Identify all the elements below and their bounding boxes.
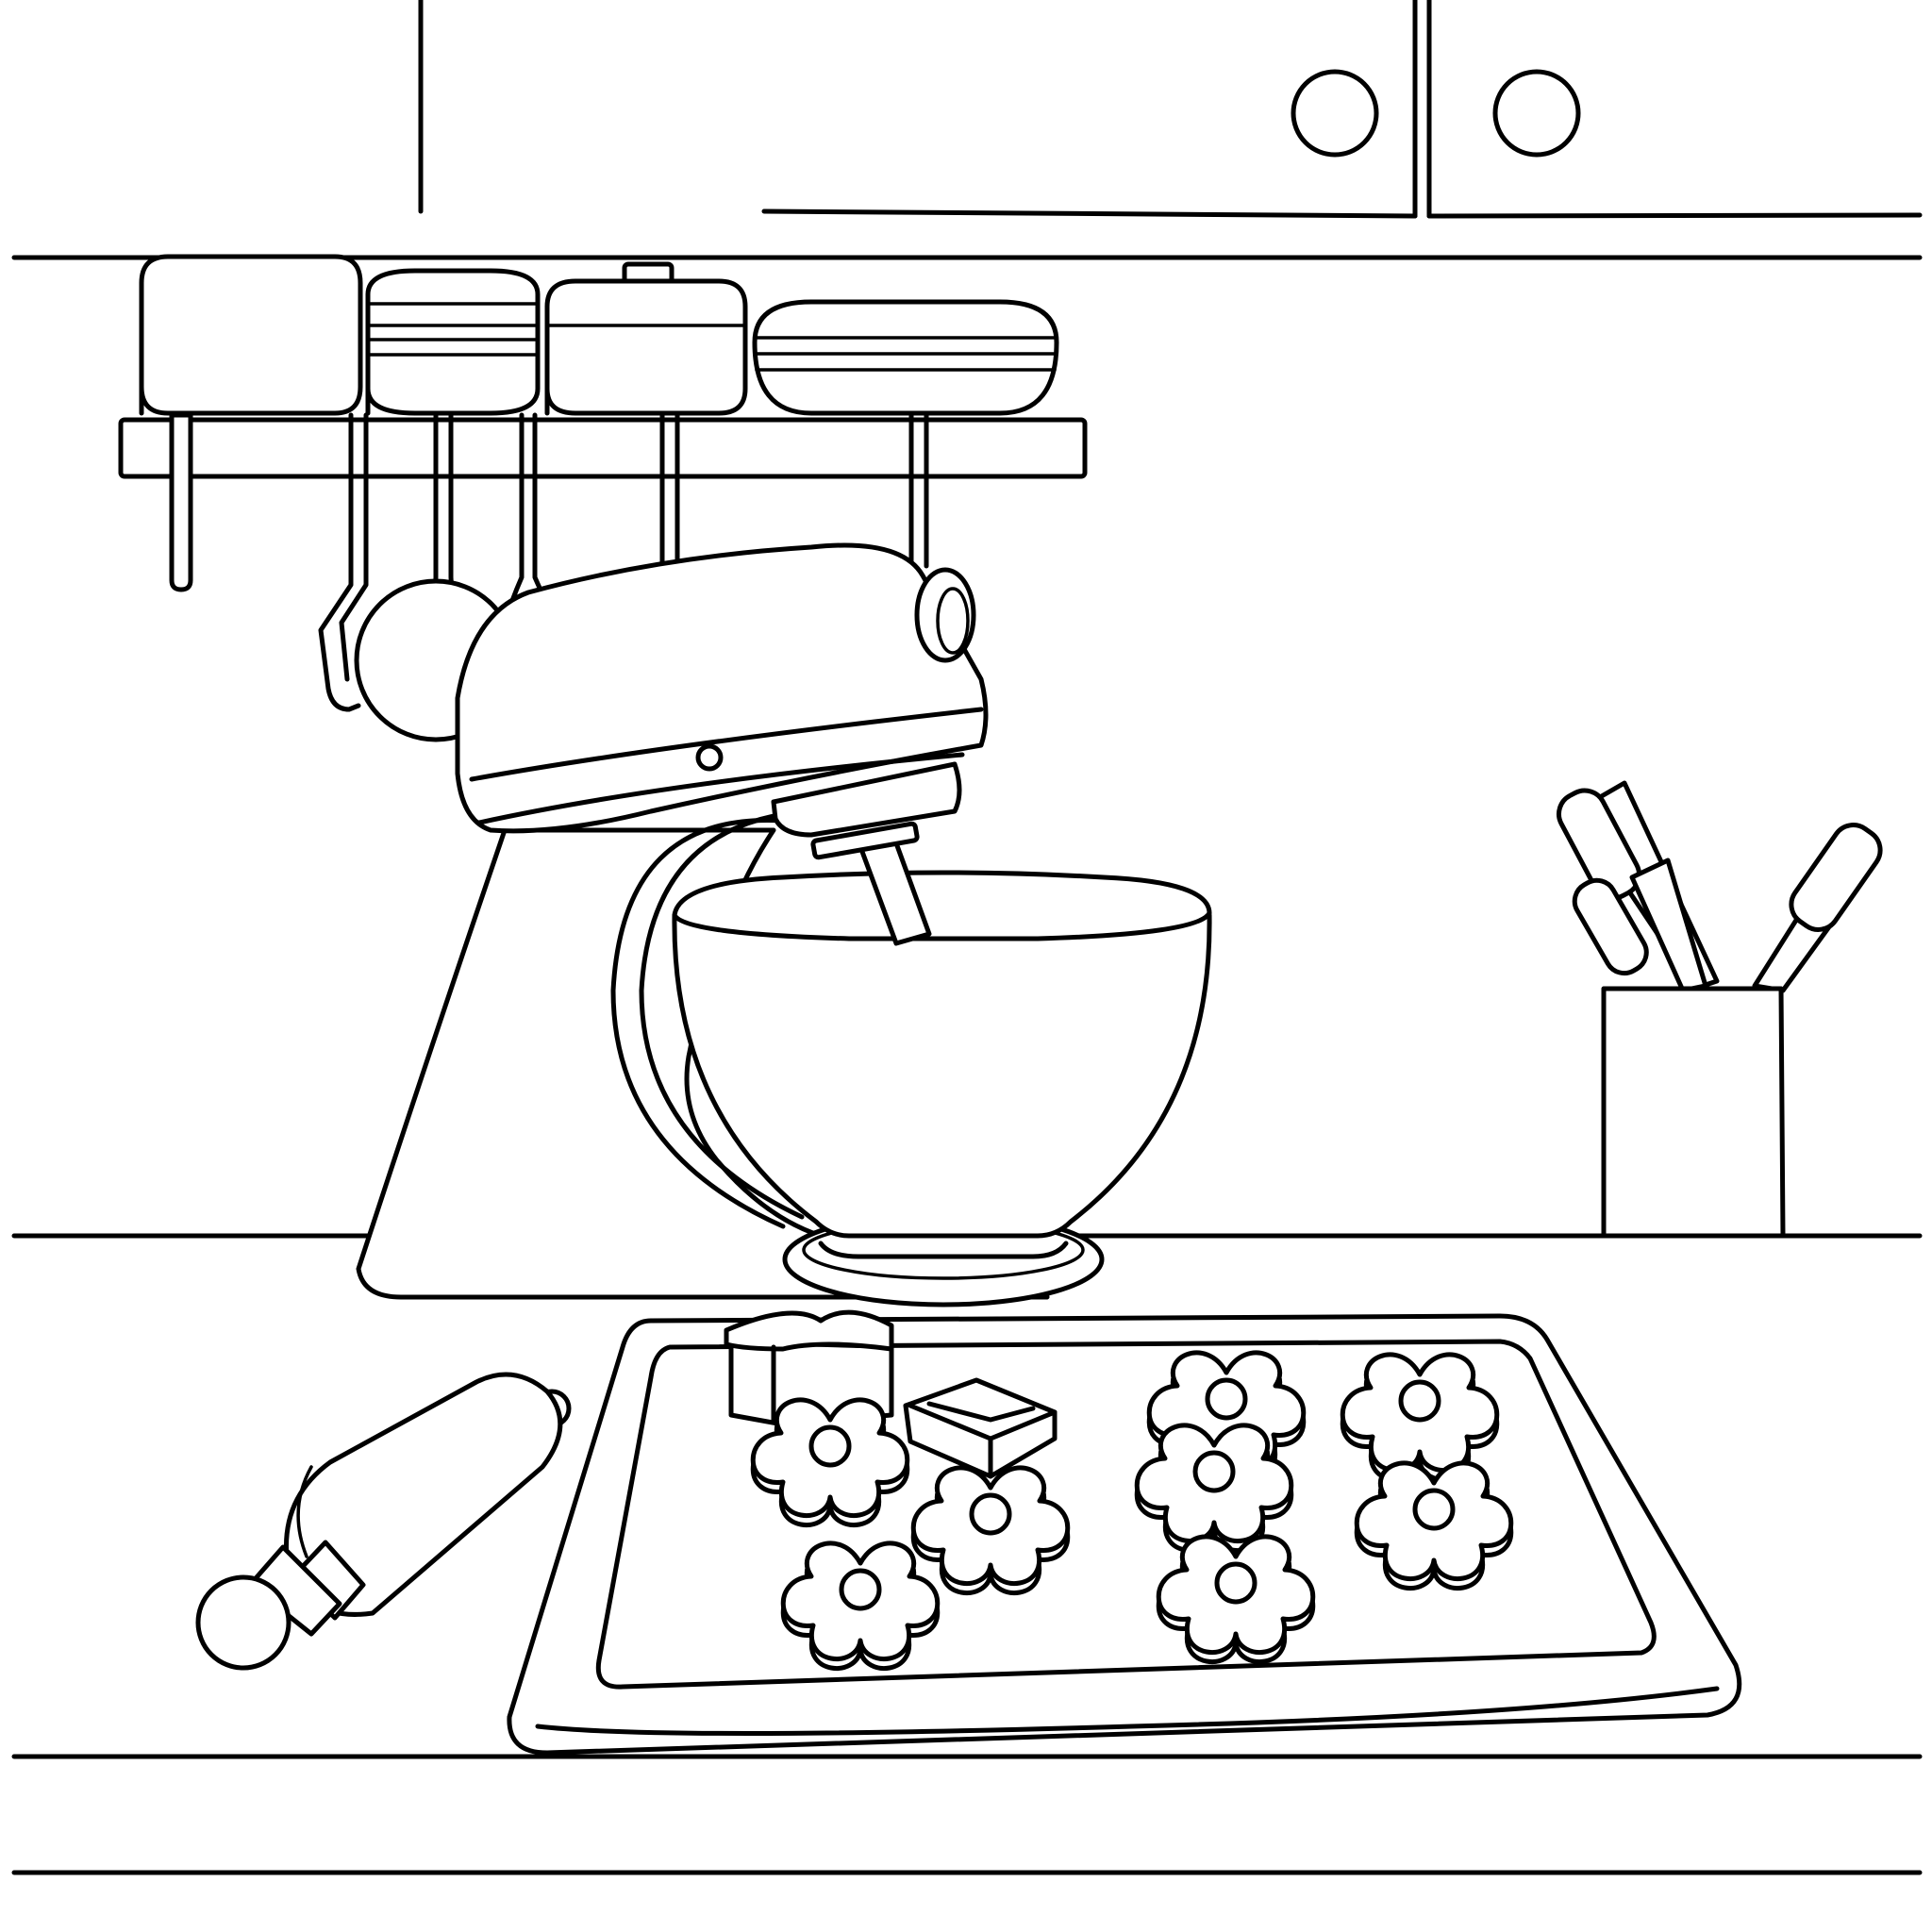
utensil-cup — [1557, 780, 1883, 1239]
canisters — [139, 254, 1059, 416]
wall-shelf — [118, 417, 1088, 479]
canister — [365, 268, 541, 416]
hanging-hook — [169, 412, 193, 592]
cookie — [783, 1543, 938, 1669]
upper-cabinets — [418, 0, 1923, 219]
rolling-pin — [195, 1372, 572, 1671]
mixer-attachment-hub — [914, 567, 976, 663]
canister — [544, 261, 748, 416]
rolling-pin-handle-knob — [195, 1574, 291, 1671]
hanging-hook — [659, 412, 680, 580]
cookie — [1357, 1463, 1511, 1589]
mixing-bowl — [672, 870, 1212, 1259]
canister — [139, 254, 363, 416]
cookie — [913, 1468, 1068, 1593]
cookie-cutter-square — [903, 1377, 1058, 1479]
cookie — [1342, 1355, 1497, 1480]
cookie — [753, 1400, 908, 1525]
cookie — [1149, 1353, 1304, 1478]
cookie — [1137, 1425, 1291, 1551]
utensil — [1752, 823, 1883, 993]
cookie — [1158, 1537, 1313, 1662]
rolling-pin-barrel — [283, 1372, 563, 1617]
cabinet-knob-right — [1492, 69, 1581, 158]
baking-sheet — [507, 1313, 1742, 1756]
hanging-hook — [908, 412, 929, 569]
canister — [752, 299, 1059, 416]
mixer-head — [455, 542, 989, 860]
mixer-speed-knob — [695, 743, 724, 772]
utensil — [1572, 858, 1708, 993]
spatula — [318, 412, 369, 712]
cabinet-knob-left — [1291, 69, 1379, 158]
flower-cookies — [753, 1353, 1511, 1669]
